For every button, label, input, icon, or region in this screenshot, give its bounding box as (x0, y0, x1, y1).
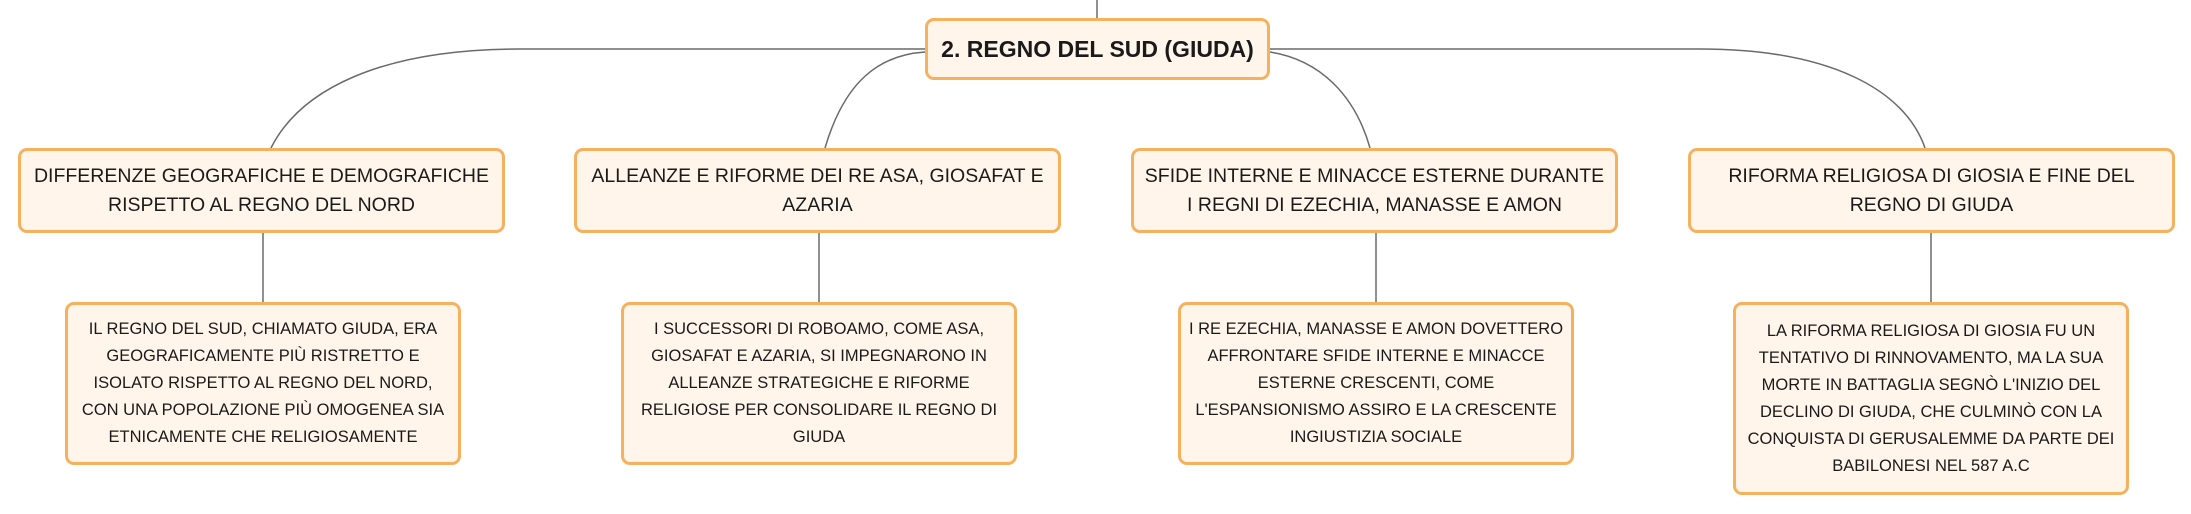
detail-topic-text: IL REGNO DEL SUD, CHIAMATO GIUDA, ERA GE… (81, 320, 445, 446)
branch-topic-sfide[interactable]: SFIDE INTERNE E MINACCE ESTERNE DURANTE … (1131, 148, 1618, 233)
detail-topic-sfide[interactable]: I RE EZECHIA, MANASSE E AMON DOVETTERO A… (1178, 302, 1574, 465)
root-topic-label: 2. REGNO DEL SUD (GIUDA) (941, 35, 1254, 62)
branch-topic-geografia[interactable]: DIFFERENZE GEOGRAFICHE E DEMOGRAFICHE RI… (18, 148, 505, 233)
detail-topic-text: LA RIFORMA RELIGIOSA DI GIOSIA FU UN TEN… (1747, 321, 2115, 475)
connector-root-to-branch-2 (824, 51, 926, 149)
detail-topic-riforma-giosia[interactable]: LA RIFORMA RELIGIOSA DI GIOSIA FU UN TEN… (1733, 302, 2129, 495)
detail-topic-text: I SUCCESSORI DI ROBOAMO, COME ASA, GIOSA… (640, 320, 998, 446)
branch-topic-label: RIFORMA RELIGIOSA DI GIOSIA E FINE DEL R… (1728, 164, 2135, 216)
branch-topic-label: SFIDE INTERNE E MINACCE ESTERNE DURANTE … (1144, 164, 1605, 216)
connector-root-to-branch-4 (1270, 48, 1926, 149)
branch-topic-alleanze[interactable]: ALLEANZE E RIFORME DEI RE ASA, GIOSAFAT … (574, 148, 1061, 233)
detail-topic-alleanze[interactable]: I SUCCESSORI DI ROBOAMO, COME ASA, GIOSA… (621, 302, 1017, 465)
detail-topic-text: I RE EZECHIA, MANASSE E AMON DOVETTERO A… (1188, 320, 1564, 446)
branch-topic-riforma-giosia[interactable]: RIFORMA RELIGIOSA DI GIOSIA E FINE DEL R… (1688, 148, 2175, 233)
connector-root-to-branch-1 (270, 48, 925, 149)
root-topic[interactable]: 2. REGNO DEL SUD (GIUDA) (925, 18, 1270, 80)
detail-topic-geografia[interactable]: IL REGNO DEL SUD, CHIAMATO GIUDA, ERA GE… (65, 302, 461, 465)
branch-topic-label: DIFFERENZE GEOGRAFICHE E DEMOGRAFICHE RI… (33, 164, 490, 216)
branch-topic-label: ALLEANZE E RIFORME DEI RE ASA, GIOSAFAT … (591, 164, 1044, 216)
connector-root-to-branch-3 (1269, 51, 1371, 149)
